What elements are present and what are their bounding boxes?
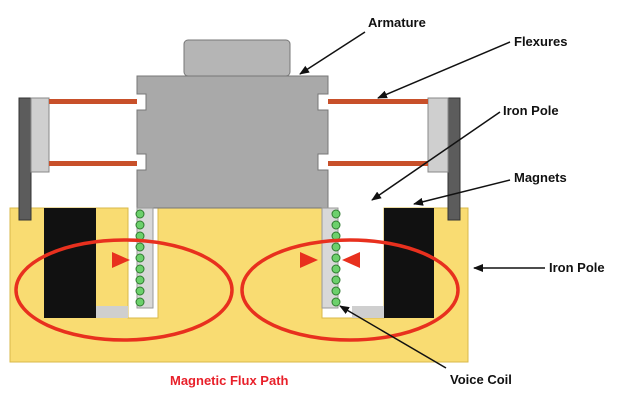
flexure-upper-right bbox=[328, 99, 428, 104]
right-gap-floor bbox=[352, 306, 384, 318]
leader-iron-pole-top bbox=[371, 111, 501, 201]
magnet-right bbox=[384, 208, 434, 318]
label-flux-path: Magnetic Flux Path bbox=[170, 373, 289, 388]
label-armature: Armature bbox=[368, 15, 426, 30]
left-flexure-clamp bbox=[30, 97, 50, 173]
flux-arrow-left bbox=[112, 252, 130, 268]
leader-flexures bbox=[377, 41, 511, 99]
flux-arrow-left-inner bbox=[300, 252, 318, 268]
left-support-post bbox=[18, 97, 32, 221]
flux-path-left bbox=[14, 238, 234, 342]
label-voice-coil: Voice Coil bbox=[450, 372, 512, 387]
leader-armature bbox=[299, 31, 366, 75]
flexure-lower-left bbox=[49, 161, 137, 166]
voice-coil-left bbox=[135, 209, 145, 307]
flux-arrow-right bbox=[342, 252, 360, 268]
flexure-lower-right bbox=[328, 161, 428, 166]
leader-magnets bbox=[413, 179, 511, 206]
label-magnets: Magnets bbox=[514, 170, 567, 185]
label-iron-pole-right: Iron Pole bbox=[549, 260, 605, 275]
flexure-upper-left bbox=[49, 99, 137, 104]
armature-body bbox=[136, 75, 329, 209]
left-gap-floor bbox=[96, 306, 128, 318]
leader-voice-coil bbox=[339, 305, 447, 369]
voice-coil-right bbox=[331, 209, 341, 307]
right-flexure-clamp bbox=[427, 97, 449, 173]
label-flexures: Flexures bbox=[514, 34, 567, 49]
magnet-left bbox=[44, 208, 96, 318]
label-iron-pole-top: Iron Pole bbox=[503, 103, 559, 118]
right-support-post bbox=[447, 97, 461, 221]
armature-cap bbox=[183, 39, 291, 77]
flux-path-right bbox=[240, 238, 460, 342]
